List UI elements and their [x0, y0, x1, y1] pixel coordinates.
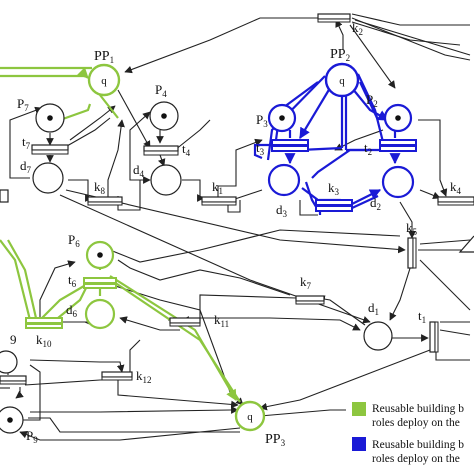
- transitions: t7 t4 t3 t2 k8 k1: [0, 13, 474, 385]
- partial-triangle-right: [458, 235, 474, 253]
- legend: Reusable building b roles deploy on the …: [346, 398, 474, 474]
- place-d4: d4: [133, 162, 182, 196]
- transition-k10: k10: [25, 317, 63, 349]
- place-PP3: q PP3: [234, 400, 286, 448]
- place-P2: P2: [366, 92, 413, 133]
- transition-k5: k5: [406, 220, 418, 269]
- place-P7: P7: [17, 96, 65, 133]
- blue-arcs: [253, 73, 401, 215]
- transition-k1-label: k1: [212, 179, 223, 196]
- transition-k3-label: k3: [328, 180, 340, 197]
- transition-t6: t6: [68, 272, 117, 289]
- transition-partial-left: [0, 375, 27, 385]
- legend-blue-line2: roles deploy on the: [372, 453, 460, 465]
- place-d6: d6: [66, 298, 116, 330]
- place-d1: d1: [363, 300, 393, 351]
- legend-swatch-green: [352, 402, 366, 416]
- black-arcs: [0, 13, 471, 441]
- place-PP3-label: PP3: [265, 432, 286, 448]
- transition-t3-label: t3: [256, 140, 265, 157]
- place-PP1: q PP1: [87, 49, 121, 97]
- place-P3-label: P3: [256, 112, 268, 129]
- place-P6: P6: [68, 232, 115, 270]
- place-P3: P3: [256, 103, 297, 133]
- legend-green-line1: Reusable building b: [372, 403, 464, 415]
- place-P9: P9: [0, 406, 38, 445]
- legend-item-green: Reusable building b roles deploy on the: [352, 402, 464, 429]
- place-d3-label: d3: [276, 202, 288, 219]
- transition-k4: k4: [437, 179, 474, 206]
- place-partial-label: 9: [10, 332, 17, 347]
- transition-k7: k7: [295, 274, 325, 305]
- place-P6-label: P6: [68, 232, 80, 249]
- place-d4-label: d4: [133, 162, 145, 179]
- legend-item-blue: Reusable building b roles deploy on the: [352, 437, 464, 465]
- transition-k2: k2: [317, 13, 363, 37]
- transition-k2-label: k2: [352, 20, 363, 37]
- place-PP2-token: q: [339, 75, 345, 87]
- place-P7-label: P7: [17, 96, 29, 113]
- transition-k5-label: k5: [406, 220, 418, 237]
- place-PP2-label: PP2: [330, 47, 350, 63]
- place-PP2: q PP2: [324, 47, 360, 98]
- legend-blue-line1: Reusable building b: [372, 439, 464, 451]
- transition-partial-left-top: [0, 189, 9, 203]
- transition-t3: t3: [256, 139, 309, 157]
- transition-k11: k11: [169, 312, 229, 329]
- transition-t1-label: t1: [418, 308, 426, 325]
- place-PP1-token: q: [101, 75, 107, 87]
- transition-t4: t4: [143, 141, 191, 158]
- transition-k8: k8: [87, 179, 123, 206]
- place-partial-left: 9: [0, 332, 18, 374]
- place-d6-label: d6: [66, 302, 78, 319]
- transition-k12-label: k12: [136, 368, 152, 385]
- transition-k1: k1: [201, 179, 237, 206]
- transition-k3: k3: [315, 180, 353, 212]
- transition-t7: t7: [22, 134, 69, 155]
- place-P9-label: P9: [26, 428, 38, 445]
- transition-t7-label: t7: [22, 134, 31, 151]
- transition-k11-label: k11: [214, 312, 229, 329]
- transition-k4-label: k4: [450, 179, 462, 196]
- place-P4-label: P4: [155, 82, 167, 99]
- place-PP3-token: q: [247, 411, 253, 423]
- legend-green-line2: roles deploy on the: [372, 417, 460, 429]
- place-P4: P4: [149, 82, 179, 131]
- transition-t6-label: t6: [68, 272, 77, 289]
- transition-k12: k12: [101, 368, 152, 385]
- transition-t4-label: t4: [182, 141, 191, 158]
- transition-t2-label: t2: [364, 140, 372, 157]
- transition-t2: t2: [364, 139, 417, 157]
- place-d7: d7: [20, 158, 64, 194]
- transition-k10-label: k10: [36, 332, 52, 349]
- legend-swatch-blue: [352, 437, 366, 451]
- place-d2-label: d2: [370, 195, 381, 212]
- transition-k8-label: k8: [94, 179, 106, 196]
- transition-t1: t1: [418, 308, 439, 353]
- place-d1-label: d1: [368, 300, 379, 317]
- place-d3: d3: [267, 163, 301, 219]
- place-PP1-label: PP1: [94, 49, 114, 65]
- transition-k7-label: k7: [300, 274, 312, 291]
- place-d2: d2: [370, 165, 415, 212]
- places: q PP1 q PP2 q PP3 P7 P4: [0, 47, 415, 448]
- place-d7-label: d7: [20, 158, 32, 175]
- place-P2-label: P2: [366, 92, 378, 109]
